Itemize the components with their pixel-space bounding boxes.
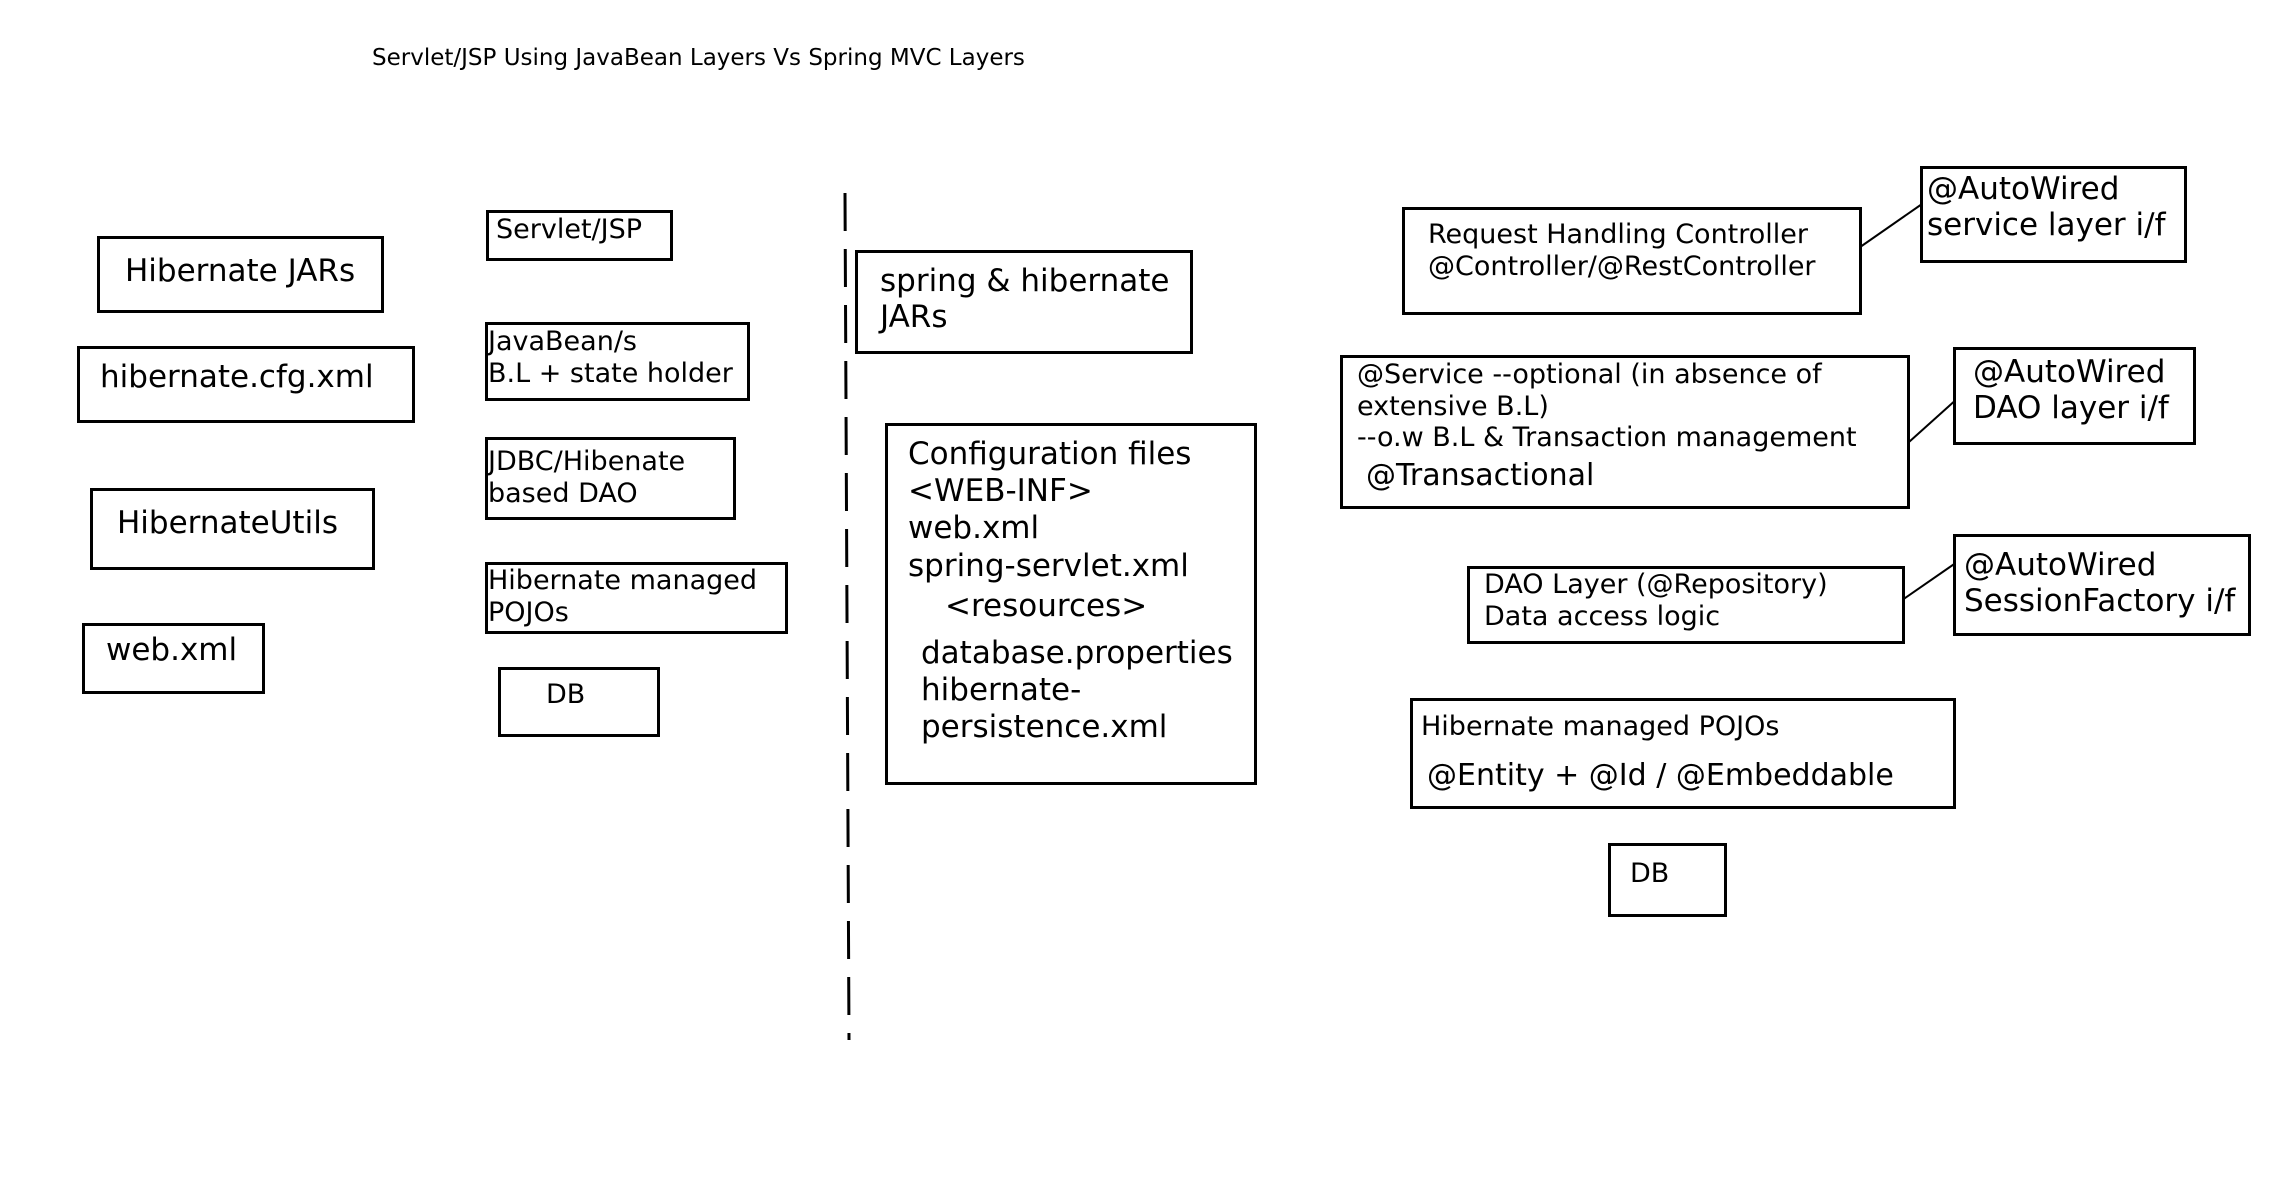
jdbc-dao-box: JDBC/Hibenate based DAO (485, 437, 736, 520)
db-box-right: DB (1608, 843, 1727, 917)
transactional-label: @Transactional (1366, 458, 1595, 493)
connector-service-autowired (1908, 397, 1959, 443)
resources-files-label: database.properties hibernate- persisten… (921, 635, 1233, 746)
resources-tag-label: <resources> (945, 588, 1148, 624)
dao-label-right: DAO Layer (@Repository) Data access logi… (1484, 569, 1828, 632)
pojos-box-left: Hibernate managed POJOs (485, 562, 788, 634)
autowired-sessionfactory-label: @AutoWired SessionFactory i/f (1964, 547, 2236, 620)
service-box: @Service --optional (in absence of exten… (1340, 355, 1910, 509)
spring-jars-box: spring & hibernate JARs (855, 250, 1193, 354)
connector-controller-autowired (1852, 203, 1923, 253)
javabean-box: JavaBean/s B.L + state holder (485, 322, 750, 401)
db-label-left: DB (546, 679, 586, 710)
hibernate-utils-box: HibernateUtils (90, 488, 375, 570)
javabean-label: JavaBean/s B.L + state holder (488, 326, 733, 389)
hibernate-cfg-label: hibernate.cfg.xml (100, 359, 374, 395)
controller-label: Request Handling Controller @Controller/… (1428, 219, 1816, 282)
pojos-title-right: Hibernate managed POJOs (1421, 711, 1780, 742)
hibernate-cfg-box: hibernate.cfg.xml (77, 346, 415, 423)
diagram-title: Servlet/JSP Using JavaBean Layers Vs Spr… (372, 45, 1025, 71)
hibernate-utils-label: HibernateUtils (117, 505, 338, 541)
autowired-dao-label: @AutoWired DAO layer i/f (1973, 354, 2169, 427)
autowired-service-callout: @AutoWired service layer i/f (1920, 166, 2187, 263)
service-label: @Service --optional (in absence of exten… (1357, 359, 1857, 454)
web-xml-label-left: web.xml (106, 632, 238, 668)
hibernate-jars-label: Hibernate JARs (125, 253, 356, 289)
config-files-label: Configuration files <WEB-INF> web.xml sp… (908, 436, 1192, 584)
dashed-divider (843, 192, 851, 1041)
hibernate-jars-box: Hibernate JARs (97, 236, 384, 313)
jdbc-dao-label: JDBC/Hibenate based DAO (488, 446, 686, 509)
pojos-label-left: Hibernate managed POJOs (488, 565, 758, 628)
connector-dao-autowired (1894, 559, 1961, 606)
db-box-left: DB (498, 667, 660, 737)
spring-jars-label: spring & hibernate JARs (880, 263, 1170, 336)
controller-box: Request Handling Controller @Controller/… (1402, 207, 1862, 315)
dao-box-right: DAO Layer (@Repository) Data access logi… (1467, 566, 1905, 644)
pojos-annotations-right: @Entity + @Id / @Embeddable (1427, 758, 1894, 793)
autowired-service-label: @AutoWired service layer i/f (1927, 171, 2166, 244)
pojos-box-right: Hibernate managed POJOs @Entity + @Id / … (1410, 698, 1956, 809)
config-files-box: Configuration files <WEB-INF> web.xml sp… (885, 423, 1257, 785)
servlet-jsp-label: Servlet/JSP (496, 214, 643, 245)
autowired-dao-callout: @AutoWired DAO layer i/f (1953, 347, 2196, 445)
servlet-jsp-box: Servlet/JSP (486, 210, 673, 261)
web-xml-box-left: web.xml (82, 623, 265, 694)
autowired-sessionfactory-callout: @AutoWired SessionFactory i/f (1953, 534, 2251, 636)
db-label-right: DB (1630, 858, 1670, 889)
